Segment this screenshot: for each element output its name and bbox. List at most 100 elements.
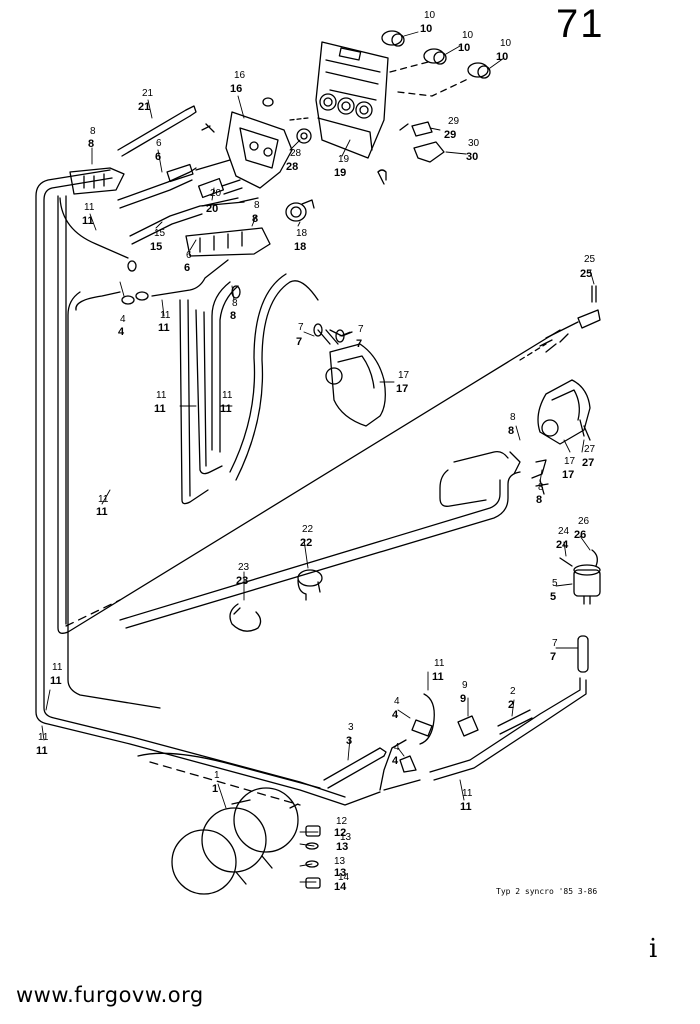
hose-center-c: [187, 299, 191, 497]
svg-text:27: 27: [584, 444, 596, 455]
svg-text:2: 2: [510, 686, 516, 697]
callout-7b: 77: [356, 324, 364, 350]
svg-text:11: 11: [38, 732, 49, 743]
svg-text:11: 11: [222, 390, 233, 401]
svg-text:11: 11: [82, 215, 94, 227]
svg-text:11: 11: [460, 801, 472, 813]
hose-upper-arc: [59, 197, 129, 259]
svg-text:26: 26: [574, 529, 586, 541]
svg-text:8: 8: [508, 425, 514, 437]
cables: [117, 163, 259, 245]
svg-text:1: 1: [212, 783, 218, 795]
hose-3: [323, 747, 387, 789]
svg-text:27: 27: [582, 457, 594, 469]
svg-text:23: 23: [236, 575, 248, 587]
control-rod: [117, 105, 197, 157]
svg-text:20: 20: [210, 188, 222, 199]
svg-text:17: 17: [562, 469, 574, 481]
hose-clip-cluster: [69, 167, 271, 257]
callout-8d: 88: [508, 412, 516, 437]
svg-text:16: 16: [234, 70, 246, 81]
svg-text:18: 18: [294, 241, 306, 253]
callout-5: 55: [550, 578, 558, 603]
callout-6a: 66: [155, 138, 162, 163]
diagram-caption: Typ 2 syncro '85 3-86: [496, 887, 598, 896]
svg-text:24: 24: [558, 526, 570, 537]
svg-text:26: 26: [578, 516, 590, 527]
callout-7a: 77: [296, 322, 304, 348]
svg-text:10: 10: [462, 30, 474, 41]
svg-text:17: 17: [564, 456, 576, 467]
svg-text:13: 13: [334, 867, 346, 879]
svg-text:7: 7: [358, 324, 364, 335]
svg-text:2: 2: [508, 699, 514, 711]
svg-text:6: 6: [186, 250, 192, 261]
svg-text:10: 10: [496, 51, 508, 63]
svg-text:9: 9: [462, 680, 468, 691]
svg-text:20: 20: [206, 203, 218, 215]
svg-text:14: 14: [338, 872, 350, 883]
svg-text:11: 11: [158, 322, 170, 334]
clamp-22: [297, 569, 323, 601]
svg-text:30: 30: [468, 138, 480, 149]
svg-text:10: 10: [424, 10, 436, 21]
reservoir-5: [559, 549, 601, 673]
svg-text:7: 7: [296, 336, 302, 348]
svg-text:11: 11: [220, 403, 232, 415]
svg-text:8: 8: [254, 200, 260, 211]
hose-curve-up: [235, 280, 319, 481]
svg-text:3: 3: [346, 735, 352, 747]
svg-text:8: 8: [538, 482, 544, 493]
svg-text:8: 8: [90, 126, 96, 137]
callout-4c: 44: [392, 742, 400, 767]
hose-right-long-b: [125, 471, 521, 629]
svg-text:4: 4: [120, 314, 126, 325]
callout-2: 22: [508, 686, 516, 711]
svg-text:9: 9: [460, 693, 466, 705]
callout-1: 11: [212, 770, 220, 795]
svg-text:15: 15: [150, 241, 162, 253]
svg-text:5: 5: [550, 591, 556, 603]
svg-text:17: 17: [396, 383, 408, 395]
hose-center-g: [219, 285, 239, 453]
hose-right-loop-b: [453, 450, 509, 463]
callout-7c: 77: [550, 638, 558, 663]
svg-text:21: 21: [142, 88, 154, 99]
hose-center-f: [211, 281, 231, 451]
svg-text:23: 23: [238, 562, 250, 573]
callout-6b: 66: [184, 250, 192, 274]
callout-8a: 88: [88, 126, 96, 150]
svg-text:19: 19: [334, 167, 346, 179]
vacuum-unit-17b: [509, 333, 591, 495]
svg-text:11: 11: [432, 671, 444, 683]
svg-text:11: 11: [52, 662, 63, 673]
svg-text:10: 10: [458, 42, 470, 54]
vacuum-unit-17a: [317, 329, 386, 427]
svg-text:22: 22: [300, 537, 312, 549]
hose-left-outer-b: [43, 177, 346, 798]
callout-4a: 44: [118, 314, 126, 338]
svg-text:17: 17: [398, 370, 410, 381]
callout-8b: 88: [252, 200, 260, 225]
hose-right-loop: [439, 469, 487, 507]
svg-text:8: 8: [88, 138, 94, 150]
svg-text:28: 28: [286, 161, 298, 173]
svg-text:13: 13: [334, 856, 346, 867]
